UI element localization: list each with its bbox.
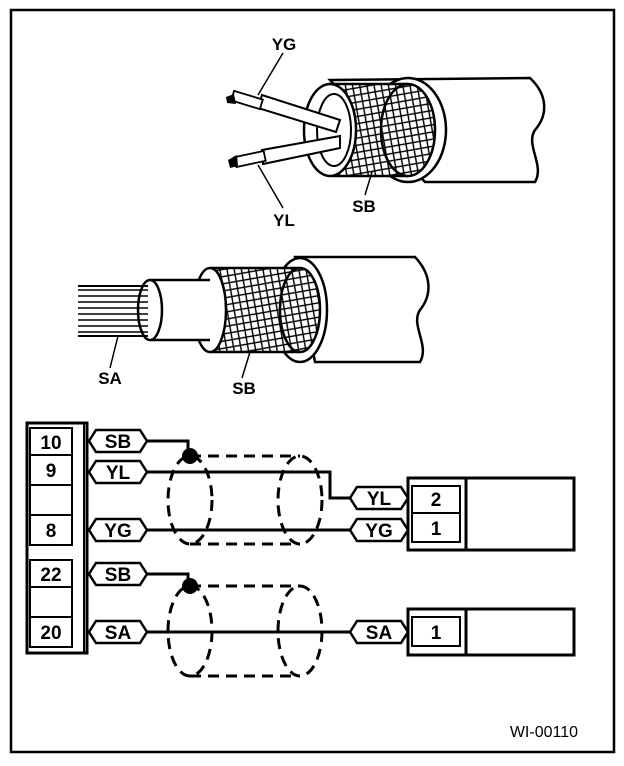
connector-right-1 (406, 476, 576, 552)
left-pin-number-8: 8 (46, 521, 57, 542)
left-tag-label-sb-2: SB (105, 565, 131, 586)
cable2-shield-label: SB (232, 379, 256, 398)
figure-border (9, 8, 616, 754)
left-pin-number-22: 22 (40, 565, 61, 586)
cable2-core-label: SA (98, 369, 122, 388)
right1-pin-number-2: 2 (431, 490, 442, 511)
connector-right-2 (406, 607, 576, 657)
left-tag-label-sa: SA (105, 623, 132, 644)
left-pin-number-20: 20 (40, 623, 61, 644)
shield-outline-cable1 (166, 454, 324, 546)
left-tag-label-sb-1: SB (105, 432, 131, 453)
right1-pin-number-1: 1 (431, 519, 442, 540)
wires (147, 439, 350, 634)
left-tag-label-yl: YL (106, 463, 131, 484)
left-tag-label-yg: YG (104, 521, 131, 542)
cable-illustration-coax (78, 255, 430, 379)
cable-illustration-twisted-pair (226, 52, 546, 209)
right2-pin-number-1: 1 (431, 623, 442, 644)
left-pin-number-9: 9 (46, 461, 57, 482)
right-tag-label-yl: YL (367, 489, 392, 510)
left-pin-number-10: 10 (40, 433, 61, 454)
left-signal-tags (87, 428, 149, 645)
shield-outline-cable2 (166, 584, 324, 678)
right-signal-tags (348, 485, 410, 645)
right-tag-label-yg: YG (365, 521, 392, 542)
cable1-wire-label-yg: YG (272, 35, 297, 54)
right-tag-label-sa: SA (366, 623, 393, 644)
cable1-shield-label: SB (352, 197, 376, 216)
figure-id: WI-00110 (510, 724, 578, 741)
connector-left (25, 421, 89, 655)
cable1-wire-label-yl: YL (273, 211, 295, 230)
